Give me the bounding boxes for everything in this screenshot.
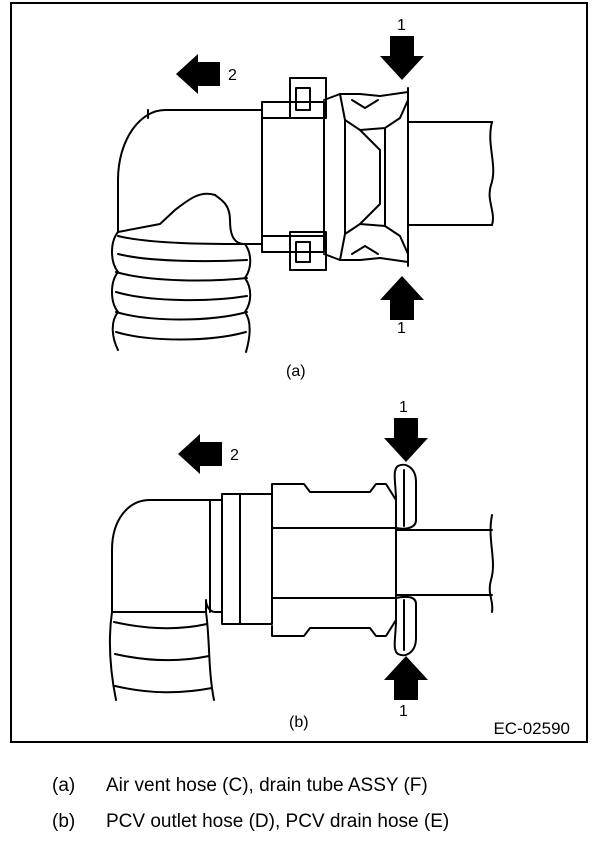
panel-b <box>108 463 494 701</box>
panel-b-elbow-hose <box>108 499 223 701</box>
arrow-label-1-bottom-b: 1 <box>399 703 408 720</box>
legend-text-b: PCV outlet hose (D), PCV drain hose (E) <box>106 811 450 832</box>
figure-frame <box>10 2 588 743</box>
panel-b-pipe <box>395 514 494 613</box>
panel-a-pipe <box>407 121 495 226</box>
panel-a-tag: (a) <box>286 363 306 380</box>
arrow-label-1-bottom-a: 1 <box>397 320 406 337</box>
push-arrow-bottom-b-icon <box>384 656 428 700</box>
arrow-label-2-a: 2 <box>228 67 237 84</box>
arrow-label-1-top-a: 1 <box>397 17 406 34</box>
pull-arrow-a-icon <box>176 54 220 94</box>
legend-key-b: (b) <box>52 811 76 832</box>
panel-b-connector <box>221 463 417 657</box>
push-arrow-top-b-icon <box>384 418 428 462</box>
panel-b-tag: (b) <box>289 714 309 731</box>
panel-a-connector <box>261 77 409 271</box>
legend-key-a: (a) <box>52 775 76 796</box>
pull-arrow-b-icon <box>178 434 222 474</box>
arrow-label-1-top-b: 1 <box>399 399 408 416</box>
diagram-figure: 1 1 2 (a) <box>10 2 588 743</box>
push-arrow-bottom-a-icon <box>380 276 424 320</box>
figure-code: EC-02590 <box>493 719 570 738</box>
panel-a <box>111 77 495 353</box>
legend-text-a: Air vent hose (C), drain tube ASSY (F) <box>106 775 428 796</box>
arrow-label-2-b: 2 <box>230 447 239 464</box>
push-arrow-top-a-icon <box>380 36 424 80</box>
panel-a-elbow-hose <box>111 109 263 353</box>
